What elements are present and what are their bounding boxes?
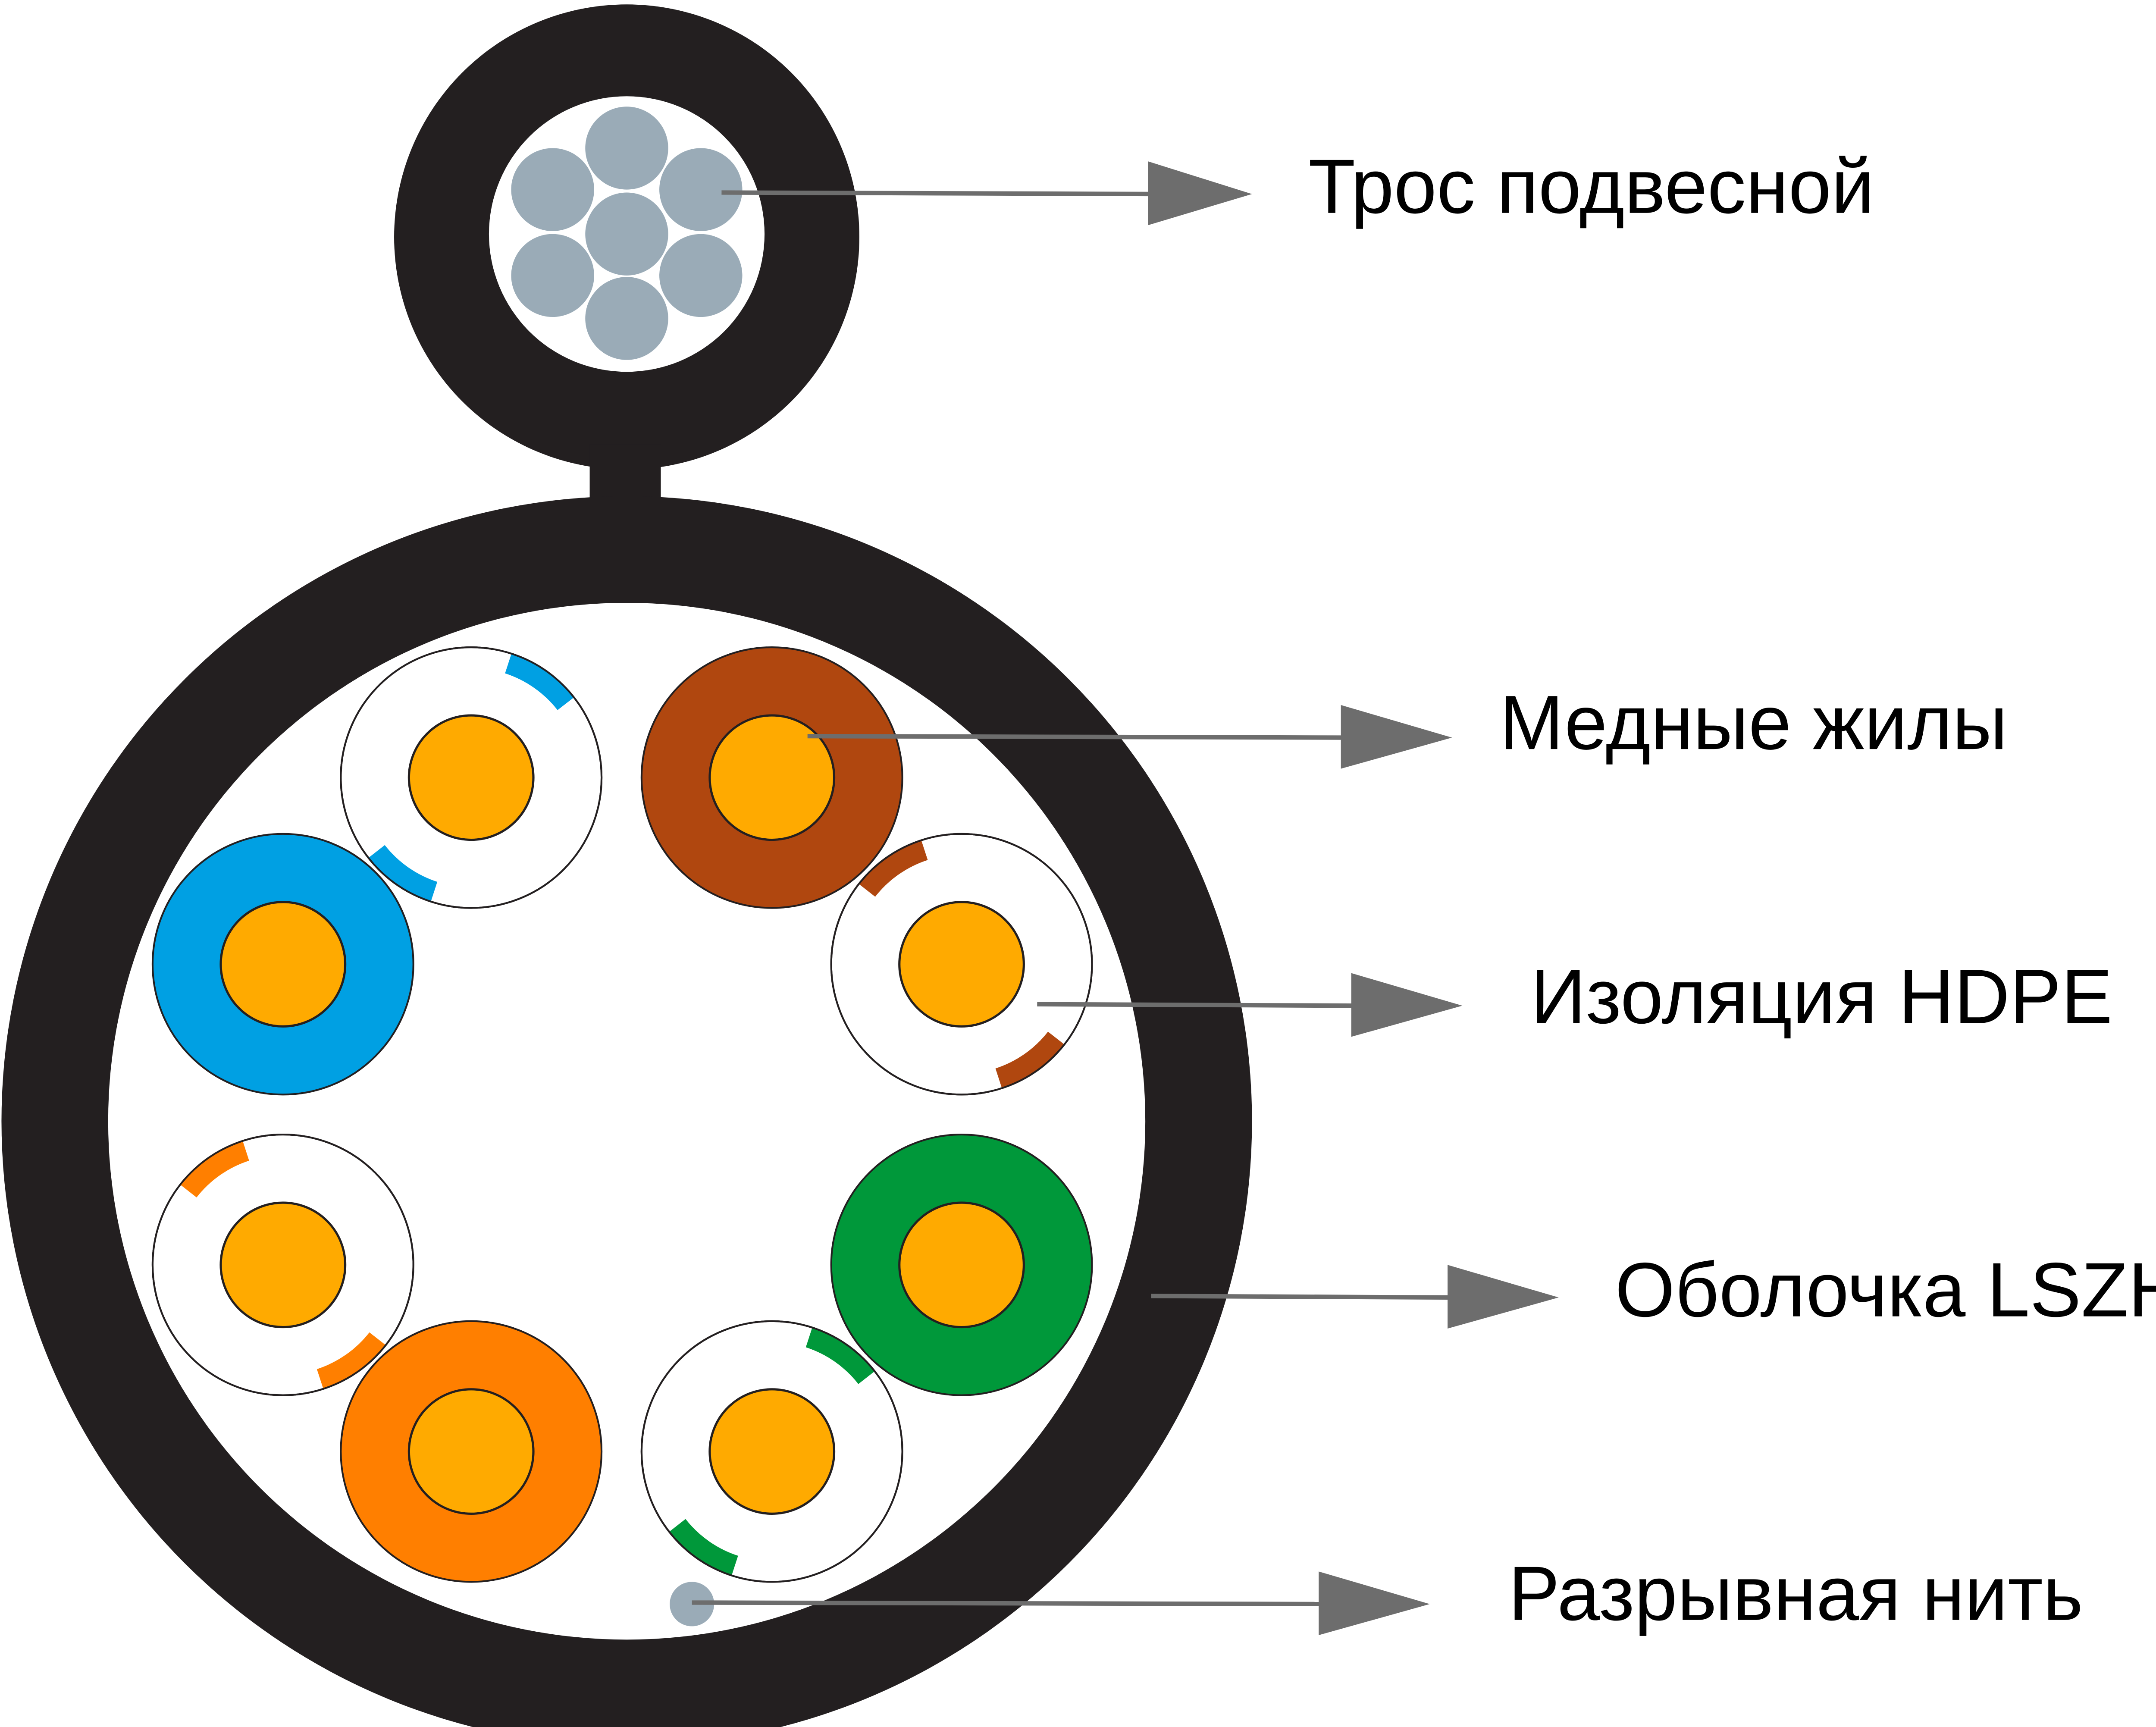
- arrow-messenger: [721, 161, 1252, 226]
- arrowhead-icon: [1448, 1265, 1559, 1329]
- label-insulation: Изоляция HDPE: [1531, 953, 2113, 1040]
- conductor-white-orange: [151, 1134, 414, 1396]
- conductor-brown: [640, 646, 903, 909]
- arrow-ripcord: [692, 1571, 1430, 1636]
- arrow-line: [721, 190, 1151, 197]
- cable-interior: [108, 602, 1146, 1640]
- insulation-outline: [151, 1134, 414, 1396]
- steel-strand: [511, 234, 594, 317]
- callout-arrows: [692, 161, 1559, 1636]
- conductor-white-green: [640, 1320, 903, 1583]
- insulation-stripe: [805, 1327, 875, 1384]
- steel-strand: [659, 234, 743, 317]
- insulation-stripe: [368, 845, 438, 902]
- insulation-outline: [340, 646, 603, 909]
- arrow-line: [1151, 1294, 1451, 1300]
- copper-core: [407, 714, 535, 841]
- conductor-blue: [151, 833, 414, 1096]
- arrowhead-icon: [1351, 973, 1463, 1037]
- label-ripcord: Разрывная нить: [1508, 1550, 2083, 1636]
- conductor-white-brown: [830, 833, 1093, 1096]
- copper-core: [898, 1201, 1025, 1329]
- arrowhead-icon: [1148, 161, 1252, 226]
- insulation-outline: [830, 833, 1093, 1096]
- steel-strand: [585, 192, 668, 276]
- arrowhead-icon: [1319, 1571, 1430, 1636]
- copper-core: [407, 1388, 535, 1515]
- arrow-sheath: [1151, 1265, 1559, 1329]
- label-sheath: Оболочка LSZH: [1615, 1247, 2156, 1333]
- arrow-line: [1037, 1002, 1354, 1008]
- arrow-line: [692, 1600, 1322, 1607]
- steel-strand: [585, 107, 668, 190]
- copper-core: [219, 1201, 347, 1329]
- arrow-conductors: [807, 705, 1452, 769]
- steel-strand: [659, 148, 743, 231]
- insulation-stripe: [180, 1141, 250, 1198]
- conductor-orange: [340, 1320, 603, 1583]
- arrow-insulation: [1037, 973, 1463, 1037]
- insulation-stripe: [995, 1031, 1065, 1088]
- cable-drawing: [1, 4, 1252, 1727]
- arrow-line: [807, 733, 1344, 740]
- insulation-stripe: [669, 1519, 739, 1576]
- conductor-white-blue: [340, 646, 603, 909]
- insulation-stripe: [505, 653, 574, 711]
- steel-strand: [585, 277, 668, 360]
- copper-core: [219, 901, 347, 1028]
- conductor-green: [830, 1134, 1093, 1396]
- arrowhead-icon: [1341, 705, 1452, 769]
- copper-core: [898, 901, 1025, 1028]
- copper-core: [708, 714, 836, 841]
- steel-strand: [511, 148, 594, 231]
- insulation-stripe: [317, 1332, 386, 1389]
- insulation-stripe: [859, 840, 928, 897]
- copper-core: [708, 1388, 836, 1515]
- label-conductors: Медные жилы: [1499, 679, 2008, 765]
- label-messenger: Трос подвесной: [1308, 143, 1874, 229]
- insulation-outline: [640, 1320, 903, 1583]
